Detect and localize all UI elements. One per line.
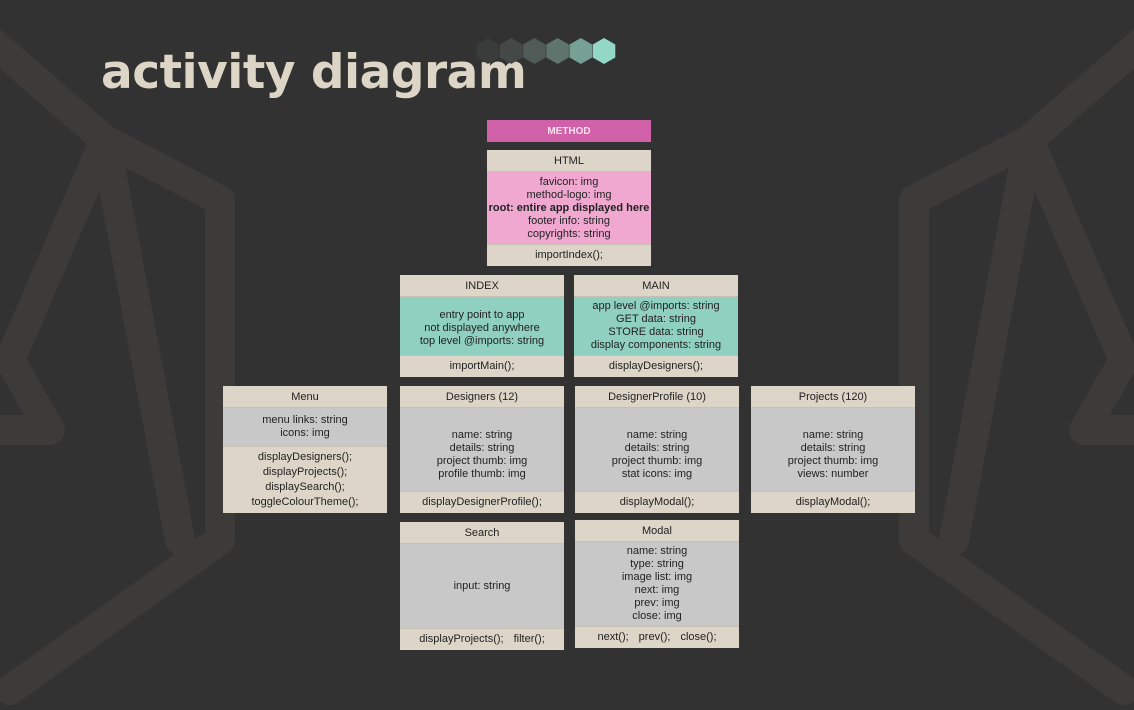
method: displayDesigners(); (257, 451, 353, 463)
menu-box: Menu menu links: string icons: img displ… (223, 386, 387, 513)
field: menu links: string (262, 414, 348, 426)
method: displayModal(); (619, 496, 695, 508)
method: displayProjects(); (262, 466, 348, 478)
page-title: activity diagram (101, 45, 527, 100)
search-box-title: Search (400, 522, 564, 544)
method: displayDesigners(); (608, 360, 704, 372)
field: project thumb: img (787, 454, 879, 467)
field: name: string (451, 428, 513, 441)
menu-box-methods: displayDesigners(); displayProjects(); d… (223, 446, 387, 513)
html-box-methods: importIndex(); (487, 244, 651, 266)
field: display components: string (590, 339, 722, 351)
modal-box-methods: next(); prev(); close(); (575, 626, 739, 648)
method: next(); (597, 631, 629, 643)
designer-profile-box-fields: name: string details: string project thu… (575, 408, 739, 491)
main-box-methods: displayDesigners(); (574, 355, 738, 377)
method: displayProjects(); (419, 633, 504, 645)
field: next: img (634, 584, 680, 596)
method: close(); (680, 631, 717, 643)
field: details: string (800, 441, 866, 454)
field: icons: img (280, 427, 330, 439)
field: stat icons: img (621, 467, 693, 480)
search-box-fields: input: string (400, 544, 564, 628)
field: close: img (632, 610, 682, 622)
field: name: string (626, 545, 688, 557)
menu-box-title: Menu (223, 386, 387, 408)
field: profile thumb: img (438, 467, 526, 480)
index-box-methods: importMain(); (400, 355, 564, 377)
index-box-fields: entry point to app not displayed anywher… (400, 297, 564, 355)
method: displayModal(); (795, 496, 871, 508)
field: app level @imports: string (592, 300, 720, 312)
method: displaySearch(); (265, 481, 345, 493)
field: type: string (630, 558, 684, 570)
field: views: number (797, 467, 869, 480)
designers-box-methods: displayDesignerProfile(); (400, 491, 564, 513)
designer-profile-box: DesignerProfile (10) name: string detail… (575, 386, 739, 513)
projects-box-methods: displayModal(); (751, 491, 915, 513)
projects-box: Projects (120) name: string details: str… (751, 386, 915, 513)
modal-box-fields: name: string type: string image list: im… (575, 542, 739, 626)
hexagon-icon (476, 38, 500, 64)
field: method-logo: img (526, 188, 612, 201)
method: prev(); (638, 631, 671, 643)
menu-box-fields: menu links: string icons: img (223, 408, 387, 446)
method: importIndex(); (535, 249, 603, 261)
field: name: string (626, 428, 688, 441)
html-box: HTML favicon: img method-logo: img root:… (487, 150, 651, 266)
field: input: string (453, 579, 511, 592)
field: entry point to app (439, 308, 525, 321)
field: image list: img (621, 571, 693, 583)
hexagon-icon (546, 38, 569, 64)
method: displayDesignerProfile(); (422, 496, 542, 508)
method-banner: METHOD (487, 120, 651, 142)
main-box: MAIN app level @imports: string GET data… (574, 275, 738, 377)
field: name: string (802, 428, 864, 441)
search-box-methods: displayProjects(); filter(); (400, 628, 564, 650)
modal-box-title: Modal (575, 520, 739, 542)
index-box: INDEX entry point to app not displayed a… (400, 275, 564, 377)
hexagon-icon (523, 38, 546, 64)
field: details: string (449, 441, 515, 454)
field: not displayed anywhere (424, 321, 540, 334)
field: project thumb: img (611, 454, 703, 467)
field: details: string (624, 441, 690, 454)
field: project thumb: img (436, 454, 528, 467)
designers-box-title: Designers (12) (400, 386, 564, 408)
designers-box-fields: name: string details: string project thu… (400, 408, 564, 491)
designer-profile-box-title: DesignerProfile (10) (575, 386, 739, 408)
hexagon-icon (569, 38, 593, 64)
html-box-fields: favicon: img method-logo: img root: enti… (487, 172, 651, 244)
hexagon-progress-decoration (476, 38, 616, 64)
field: favicon: img (539, 175, 599, 188)
field: root: entire app displayed here (488, 201, 650, 214)
field: top level @imports: string (419, 334, 545, 347)
projects-box-title: Projects (120) (751, 386, 915, 408)
search-box: Search input: string displayProjects(); … (400, 522, 564, 650)
hexagon-icon (499, 38, 523, 64)
field: copyrights: string (527, 227, 611, 240)
field: footer info: string (528, 214, 610, 227)
method: importMain(); (449, 360, 515, 372)
index-box-title: INDEX (400, 275, 564, 297)
designers-box: Designers (12) name: string details: str… (400, 386, 564, 513)
field: GET data: string (616, 313, 696, 325)
main-box-title: MAIN (574, 275, 738, 297)
projects-box-fields: name: string details: string project thu… (751, 408, 915, 491)
html-box-title: HTML (487, 150, 651, 172)
main-box-fields: app level @imports: string GET data: str… (574, 297, 738, 355)
hexagon-icon (592, 38, 616, 64)
modal-box: Modal name: string type: string image li… (575, 520, 739, 648)
field: prev: img (634, 597, 680, 609)
method: filter(); (513, 633, 545, 645)
method: toggleColourTheme(); (251, 496, 359, 508)
designer-profile-box-methods: displayModal(); (575, 491, 739, 513)
field: STORE data: string (608, 326, 704, 338)
